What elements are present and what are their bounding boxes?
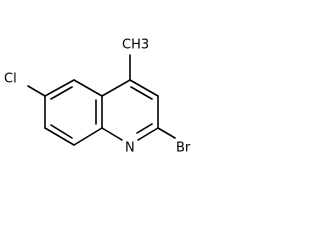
nitrogen-label: N <box>125 141 135 156</box>
bond-c7-c8 <box>44 127 75 146</box>
bond-c5-c6-inner <box>50 86 73 100</box>
bond-c4-c3-inner <box>130 86 153 100</box>
methyl-label: CH3 <box>122 38 149 53</box>
bond-c4a-c5 <box>73 79 103 97</box>
structure-canvas: CH3 Cl N Br <box>4 37 191 156</box>
bond-c2-n1 <box>137 127 159 141</box>
bond-c2-bromine <box>157 127 176 139</box>
bond-c7-c8-inner <box>50 124 73 139</box>
bond-c4-c3 <box>129 79 159 97</box>
chlorine-label: Cl <box>4 72 17 87</box>
bond-c6-chlorine <box>27 85 46 97</box>
molecule-structure: CH3 Cl N Br <box>4 38 191 156</box>
bond-c8-c8a <box>73 127 103 146</box>
bond-c2-n1-inner <box>136 123 153 134</box>
bond-n1-c8a <box>101 127 123 141</box>
bond-c4a-c4 <box>101 79 131 97</box>
bond-c5-c6 <box>44 79 75 97</box>
bromine-label: Br <box>176 141 191 156</box>
